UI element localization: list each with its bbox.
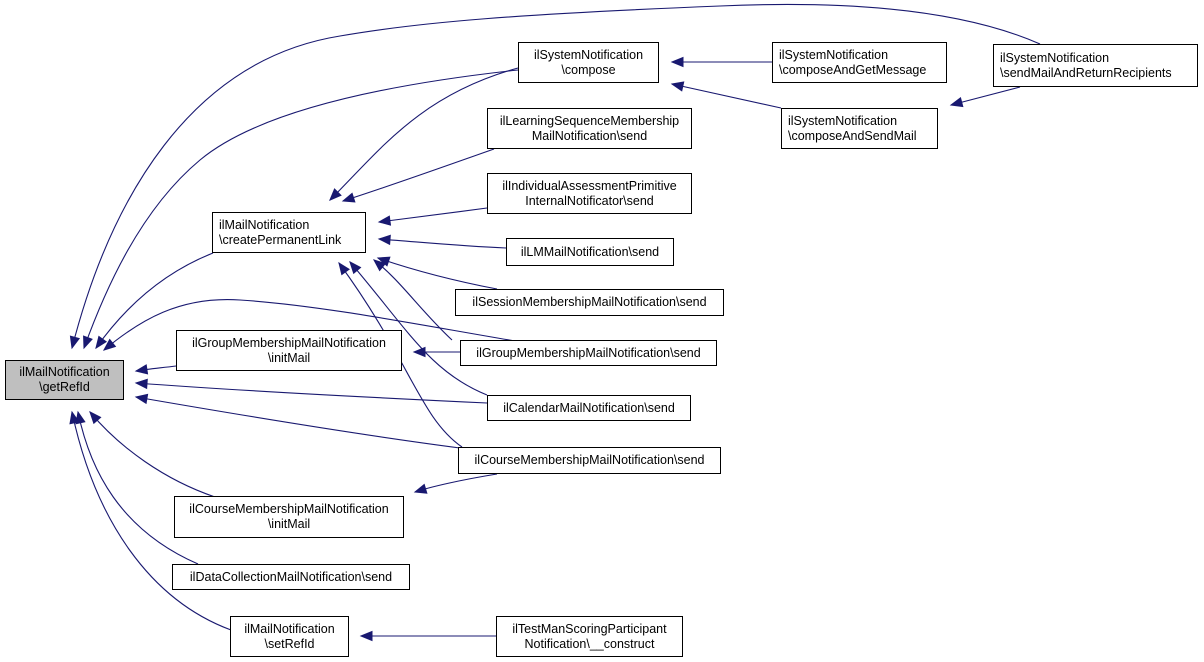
node-setRefId[interactable]: ilMailNotification\setRefId bbox=[230, 616, 349, 657]
node-courseSend[interactable]: ilCourseMembershipMailNotification\send bbox=[458, 447, 721, 474]
node-label-line: InternalNotificator\send bbox=[525, 193, 654, 208]
node-composeAndGetMessage[interactable]: ilSystemNotification\composeAndGetMessag… bbox=[772, 42, 947, 83]
edge-dataCollectionSend-to-getRefId bbox=[77, 411, 199, 565]
edge-sessionSend-to-createPermanentLink-arrowhead-icon bbox=[376, 256, 391, 267]
node-label-line: \composeAndSendMail bbox=[788, 128, 917, 143]
edge-courseSend-to-getRefId bbox=[135, 396, 461, 449]
edge-lsmSend-to-createPermanentLink bbox=[342, 148, 495, 202]
node-label-line: ilMailNotification bbox=[219, 217, 310, 232]
edge-calendarSend-to-createPermanentLink-arrowhead-icon bbox=[349, 260, 362, 275]
node-label-line: ilIndividualAssessmentPrimitive bbox=[502, 178, 677, 193]
edge-compose-to-createPermanentLink-arrowhead-icon bbox=[329, 188, 342, 201]
node-label-line: ilGroupMembershipMailNotification bbox=[192, 335, 386, 350]
edge-iapSend-to-createPermanentLink bbox=[378, 207, 488, 223]
node-sendMailAndReturnRecipients[interactable]: ilSystemNotification\sendMailAndReturnRe… bbox=[993, 44, 1198, 87]
node-label-line: \createPermanentLink bbox=[219, 232, 342, 247]
edge-composeAndSendMail-to-compose bbox=[671, 83, 782, 109]
node-composeAndSendMail[interactable]: ilSystemNotification\composeAndSendMail bbox=[781, 108, 938, 149]
edge-groupSend-to-createPermanentLink bbox=[373, 259, 453, 341]
edge-lmSend-to-createPermanentLink bbox=[378, 238, 507, 249]
edge-lsmSend-to-createPermanentLink-arrowhead-icon bbox=[341, 192, 356, 203]
root-node-getRefId[interactable]: ilMailNotification\getRefId bbox=[5, 360, 124, 400]
node-label-line: \initMail bbox=[267, 517, 311, 531]
edge-courseSend-to-courseInitMail bbox=[414, 473, 498, 493]
node-label-line: ilCourseMembershipMailNotification\send bbox=[474, 453, 705, 467]
edge-courseInitMail-to-getRefId bbox=[89, 411, 216, 498]
edge-setRefId-to-getRefId-arrowhead-icon bbox=[69, 410, 80, 425]
edge-sendMailAndReturnRecipients-to-composeAndSendMail-arrowhead-icon bbox=[949, 97, 964, 108]
node-dataCollectionSend[interactable]: ilDataCollectionMailNotification\send bbox=[172, 564, 410, 590]
edge-sendMailAndReturnRecipients-to-composeAndSendMail bbox=[950, 86, 1021, 106]
edge-groupInitMail-to-getRefId-arrowhead-icon bbox=[134, 364, 149, 375]
node-label-line: ilGroupMembershipMailNotification\send bbox=[476, 345, 701, 360]
node-courseInitMail[interactable]: ilCourseMembershipMailNotification\initM… bbox=[174, 496, 404, 538]
node-label-line: ilTestManScoringParticipant bbox=[512, 621, 667, 636]
node-label-line: \getRefId bbox=[39, 380, 90, 394]
edge-testManConstruct-to-setRefId-arrowhead-icon bbox=[359, 630, 373, 642]
edge-groupSend-to-createPermanentLink-arrowhead-icon bbox=[372, 259, 387, 272]
node-label-line: MailNotification\send bbox=[531, 128, 648, 143]
edge-calendarSend-to-getRefId-arrowhead-icon bbox=[134, 378, 148, 390]
node-compose[interactable]: ilSystemNotification\compose bbox=[518, 42, 659, 83]
node-groupSend[interactable]: ilGroupMembershipMailNotification\send bbox=[460, 340, 717, 366]
edge-groupSend-to-groupInitMail-arrowhead-icon bbox=[412, 346, 426, 358]
edge-groupSend-to-getRefId-arrowhead-icon bbox=[102, 338, 117, 351]
node-label-line: ilSystemNotification bbox=[1000, 50, 1110, 65]
node-label-line: ilCourseMembershipMailNotification bbox=[189, 502, 389, 516]
node-label-line: ilMailNotification bbox=[244, 621, 335, 636]
node-label-line: \setRefId bbox=[264, 636, 315, 651]
node-label-line: ilSessionMembershipMailNotification\send bbox=[472, 295, 707, 309]
edge-courseSend-to-getRefId-arrowhead-icon bbox=[134, 393, 149, 405]
node-label-line: ilDataCollectionMailNotification\send bbox=[189, 569, 393, 584]
edge-calendarSend-to-createPermanentLink bbox=[349, 261, 488, 396]
node-createPermanentLink[interactable]: ilMailNotification\createPermanentLink bbox=[212, 212, 366, 253]
edge-compose-to-getRefId bbox=[83, 69, 519, 349]
node-lmSend[interactable]: ilLMMailNotification\send bbox=[506, 238, 674, 266]
node-label-line: ilLearningSequenceMembership bbox=[499, 113, 680, 128]
node-label-line: \sendMailAndReturnRecipients bbox=[1000, 65, 1172, 80]
edge-compose-to-createPermanentLink bbox=[329, 67, 519, 201]
node-label-line: Notification\__construct bbox=[524, 636, 655, 651]
edge-compose-to-getRefId-arrowhead-icon bbox=[83, 335, 93, 350]
node-label-line: ilMailNotification bbox=[19, 365, 110, 379]
edge-setRefId-to-getRefId bbox=[71, 411, 232, 631]
node-label-line: ilSystemNotification bbox=[533, 47, 644, 62]
edge-courseSend-to-createPermanentLink bbox=[338, 262, 463, 448]
node-label-line: ilSystemNotification bbox=[788, 113, 898, 128]
node-groupInitMail[interactable]: ilGroupMembershipMailNotification\initMa… bbox=[176, 330, 402, 371]
edge-sendMailAndReturnRecipients-to-getRefId bbox=[71, 3, 1041, 349]
node-sessionSend[interactable]: ilSessionMembershipMailNotification\send bbox=[455, 289, 724, 316]
node-label-line: ilSystemNotification bbox=[779, 47, 889, 62]
node-label-line: ilCalendarMailNotification\send bbox=[503, 400, 675, 415]
edge-groupSend-to-getRefId bbox=[103, 299, 516, 351]
edge-lmSend-to-createPermanentLink-arrowhead-icon bbox=[377, 234, 391, 246]
node-label-line: \initMail bbox=[267, 350, 311, 365]
node-label-line: \compose bbox=[561, 62, 616, 77]
edge-composeAndSendMail-to-compose-arrowhead-icon bbox=[670, 81, 685, 92]
edge-courseSend-to-createPermanentLink-arrowhead-icon bbox=[338, 261, 350, 276]
edge-sessionSend-to-createPermanentLink bbox=[377, 257, 498, 290]
node-label-line: \composeAndGetMessage bbox=[779, 62, 927, 77]
edge-courseSend-to-courseInitMail-arrowhead-icon bbox=[413, 483, 428, 494]
edge-createPermanentLink-to-getRefId bbox=[95, 252, 214, 349]
edge-calendarSend-to-getRefId bbox=[135, 382, 488, 404]
edge-iapSend-to-createPermanentLink-arrowhead-icon bbox=[377, 215, 392, 226]
edge-courseInitMail-to-getRefId-arrowhead-icon bbox=[89, 411, 102, 425]
edge-createPermanentLink-to-getRefId-arrowhead-icon bbox=[95, 335, 108, 350]
node-calendarSend[interactable]: ilCalendarMailNotification\send bbox=[487, 395, 691, 421]
node-label-line: ilLMMailNotification\send bbox=[520, 244, 660, 259]
edge-composeAndGetMessage-to-compose-arrowhead-icon bbox=[670, 56, 684, 68]
edge-sendMailAndReturnRecipients-to-getRefId-arrowhead-icon bbox=[69, 335, 81, 350]
